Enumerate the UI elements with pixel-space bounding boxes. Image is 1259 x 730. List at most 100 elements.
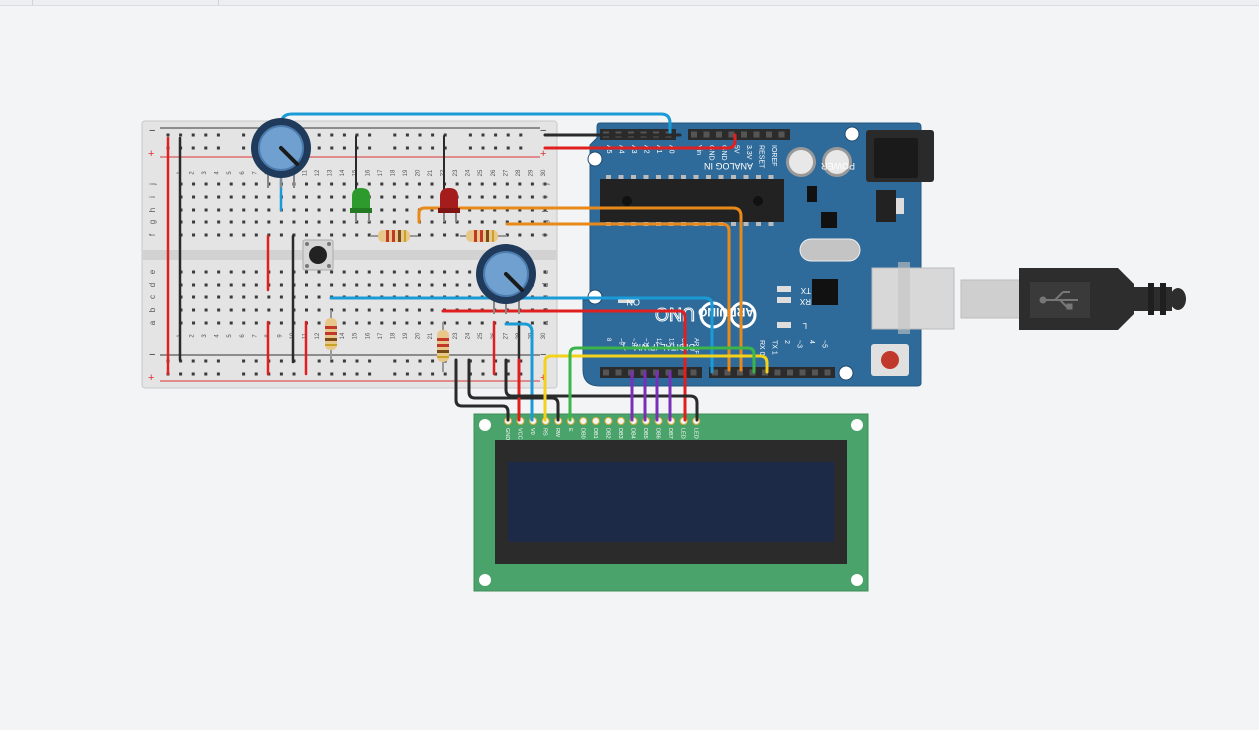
resistor-1[interactable] [370, 230, 418, 242]
column-number: 2 [190, 334, 196, 338]
lcd-pin[interactable] [616, 417, 625, 425]
column-number: 21 [428, 169, 434, 176]
lcd-pin-label: DB7 [667, 428, 673, 439]
column-number: 19 [403, 332, 409, 339]
push-button[interactable] [302, 239, 334, 271]
green-led[interactable] [350, 188, 372, 222]
wire-green-e[interactable] [568, 346, 756, 422]
power-header[interactable] [688, 129, 790, 140]
wire-orange-1[interactable] [417, 206, 743, 372]
row-letter: h [541, 208, 550, 212]
usb-port[interactable] [871, 267, 955, 330]
lcd-pin-label: VCC [517, 428, 523, 440]
column-number: 17 [378, 332, 384, 339]
column-number: 2 [190, 171, 196, 175]
rail-minus-bottom-right: − [540, 349, 546, 361]
potentiometer-2[interactable] [476, 244, 536, 314]
column-number: 23 [453, 169, 459, 176]
wire-black-lcd-led[interactable] [504, 358, 699, 422]
usb-chip [812, 279, 838, 305]
wire-blue-v0[interactable] [504, 322, 534, 422]
power-pin-label: 3.3V [745, 145, 752, 160]
column-number: 7 [252, 334, 258, 338]
lcd-pin-label: E [567, 428, 573, 432]
column-number: 20 [415, 169, 421, 176]
wire-orange-2[interactable] [505, 222, 731, 372]
column-number: 13 [328, 169, 334, 176]
lcd-pin-label: V0 [529, 428, 535, 435]
digital-pin-label: TX 1 [771, 340, 778, 355]
lcd-pin-label: LED [692, 428, 698, 439]
red-led[interactable] [438, 188, 460, 222]
digital-pin-label: ~10 [630, 338, 636, 349]
resistor-3[interactable] [325, 310, 337, 360]
column-number: 29 [528, 169, 534, 176]
digital-header-right[interactable] [709, 367, 835, 378]
rx-label: RX [799, 297, 811, 306]
column-number: 27 [503, 332, 509, 339]
digital-pin-label: ~5 [821, 340, 828, 348]
rx-led [777, 286, 791, 292]
wire-red-5v[interactable] [543, 133, 737, 150]
breadboard[interactable]: − + − + − + − + 112233445566778899101011… [141, 120, 558, 389]
wire-red-led-backlight[interactable] [441, 309, 687, 422]
row-letter: a [148, 320, 157, 325]
row-letter: h [148, 208, 157, 212]
wire-black-lcd-rw[interactable] [467, 358, 560, 422]
lcd-pin-label: RW [554, 428, 560, 438]
analog-in-label: ANALOG IN [704, 161, 753, 171]
rail-plus-bottom: + [148, 372, 154, 384]
row-letter: d [148, 283, 157, 287]
column-number: 4 [215, 171, 221, 175]
power-pin-label: GND [720, 145, 727, 161]
column-number: 15 [353, 332, 359, 339]
column-number: 27 [503, 169, 509, 176]
rail-plus-top: + [148, 148, 154, 160]
row-letter: i [148, 196, 157, 198]
column-number: 23 [453, 332, 459, 339]
resistor-4[interactable] [437, 322, 449, 372]
tx-label: TX [800, 286, 811, 295]
lcd-pin-label: LED [680, 428, 686, 439]
rail-plus-bottom-right: + [540, 372, 546, 384]
column-number: 19 [403, 169, 409, 176]
wire-black-lcd-gnd[interactable] [454, 358, 510, 422]
usb-cable[interactable] [960, 268, 1186, 330]
lcd-pin[interactable] [591, 417, 600, 425]
potentiometer-1[interactable] [251, 118, 311, 188]
row-letter: g [541, 220, 550, 224]
digital-pin-label: ~11 [643, 338, 649, 348]
column-number: 21 [428, 332, 434, 339]
lcd-pin[interactable] [604, 417, 613, 425]
digital-pin-label: 12 [655, 338, 661, 345]
row-letter: a [541, 320, 550, 325]
wires[interactable] [166, 112, 769, 422]
column-number: 6 [240, 334, 246, 338]
digital-header-left[interactable] [600, 367, 702, 378]
lcd-screen [508, 462, 834, 542]
rail-plus-top-right: + [540, 148, 546, 160]
column-number: 14 [340, 169, 346, 176]
lcd-pin-label: DB6 [655, 428, 661, 439]
lcd-pin[interactable] [579, 417, 588, 425]
column-number: 24 [466, 169, 472, 176]
row-letter: d [541, 283, 550, 287]
lcd-pin-label: GND [504, 428, 510, 440]
power-pin-label: GND [708, 145, 715, 161]
wire-blue-pot2[interactable] [329, 296, 714, 374]
row-letter: j [541, 183, 550, 186]
usb-icon [1039, 291, 1078, 310]
column-number: 28 [516, 169, 522, 176]
rail-minus-bottom: − [149, 349, 155, 361]
row-letter: f [541, 233, 550, 236]
wire-yellow-rs[interactable] [543, 354, 769, 422]
resistor-2[interactable] [460, 230, 507, 242]
column-number: 3 [202, 171, 208, 175]
digital-pin-label: ~9 [618, 338, 624, 346]
voltage-regulator [876, 190, 896, 222]
column-number: 12 [315, 169, 321, 176]
lcd-pin-label: DB3 [617, 428, 623, 439]
